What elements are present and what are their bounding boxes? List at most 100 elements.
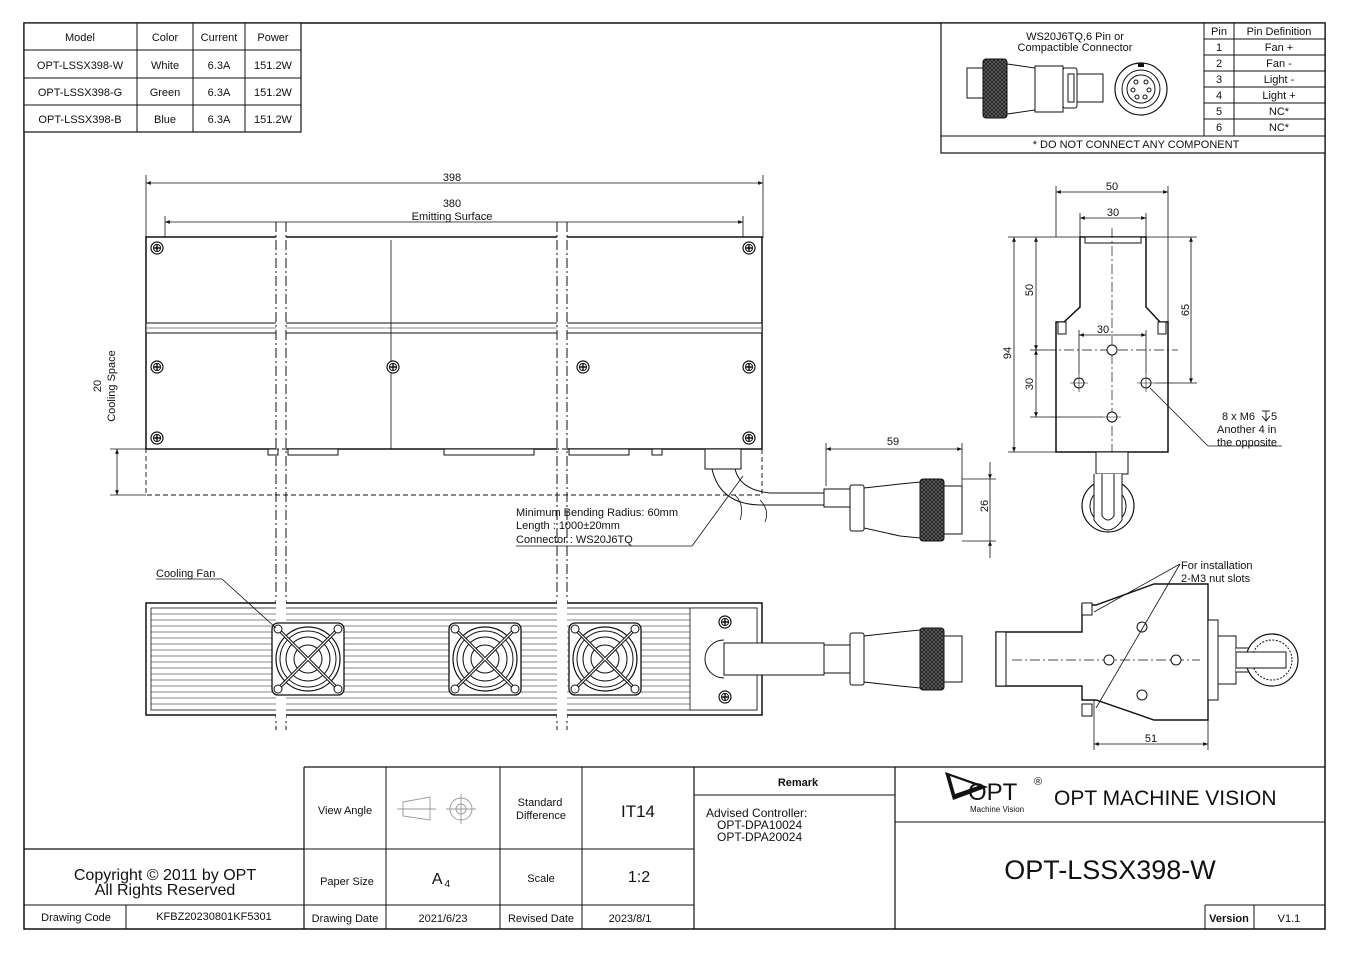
connector-box: WS20J6TQ,6 Pin or Compactible Connector …	[940, 22, 1326, 154]
version-value: V1.1	[1278, 913, 1301, 925]
view-angle-label: View Angle	[318, 805, 372, 817]
company-name: OPT MACHINE VISION	[1054, 787, 1276, 810]
annotation-install-line2: 2-M3 nut slots	[1181, 573, 1251, 585]
dim-side-inner-width: 30	[1107, 207, 1119, 219]
connector-plug-icon	[966, 58, 1104, 119]
connector-title-2: Compactible Connector	[1018, 42, 1133, 54]
color-cell: Blue	[154, 114, 176, 126]
connector-face-icon	[1114, 62, 1168, 116]
pin-definition: Fan -	[1266, 58, 1292, 70]
controller-label: Advised Controller:	[706, 806, 807, 820]
pin-number: 1	[1216, 42, 1222, 54]
power-cell: 151.2W	[254, 60, 293, 72]
drawing-code-label: Drawing Code	[41, 912, 111, 924]
opt-logo: OPT ® Machine Vision	[945, 772, 1042, 814]
svg-text:®: ®	[1034, 776, 1042, 788]
pin-number: 3	[1216, 74, 1222, 86]
cooling-fan-icon	[567, 621, 643, 697]
color-cell: White	[151, 60, 179, 72]
current-cell: 6.3A	[208, 87, 231, 99]
cooling-fan-icon	[270, 621, 346, 697]
cooling-fan-icon	[447, 621, 523, 697]
screw-icon	[742, 241, 756, 255]
dim-bottom-width: 51	[1145, 733, 1157, 745]
standard-diff-label-2: Difference	[516, 810, 566, 822]
screw-icon	[386, 360, 400, 374]
dim-emitting-length: 380	[443, 198, 461, 210]
depth-symbol-icon	[1261, 410, 1271, 422]
standard-diff-label-1: Standard	[518, 797, 563, 809]
projection-symbol-icon	[397, 794, 476, 824]
dim-connector-length: 59	[887, 436, 899, 448]
annotation-connector: Connector : WS20J6TQ	[516, 534, 633, 546]
pin-number: 5	[1216, 106, 1222, 118]
drawing-code-value: KFBZ20230801KF5301	[156, 911, 272, 923]
pin-number: 4	[1216, 90, 1222, 102]
annotation-cooling-fan: Cooling Fan	[156, 568, 215, 580]
pin-number: 2	[1216, 58, 1222, 70]
pin-definition: NC*	[1269, 122, 1290, 134]
dim-emitting-label: Emitting Surface	[412, 211, 493, 223]
screw-icon	[150, 431, 164, 445]
model-table: Model Color Current Power OPT-LSSX398-W …	[23, 22, 302, 133]
pin-number: 6	[1216, 122, 1222, 134]
product-name: OPT-LSSX398-W	[1004, 855, 1216, 885]
current-cell: 6.3A	[208, 60, 231, 72]
screw-icon	[150, 241, 164, 255]
pin-definition: Fan +	[1265, 42, 1293, 54]
pin-def-header: Pin Definition	[1247, 26, 1312, 38]
dim-connector-diameter: 26	[979, 500, 991, 512]
copyright-line-2: All Rights Reserved	[95, 882, 236, 899]
annotation-screw-line2: Another 4 in	[1217, 424, 1276, 436]
controller-2: OPT-DPA20024	[717, 830, 802, 844]
screw-icon	[718, 615, 732, 629]
annotation-bending-radius: Minimum Bending Radius: 60mm	[516, 507, 678, 519]
power-cell: 151.2W	[254, 114, 293, 126]
pin-header: Pin	[1211, 26, 1227, 38]
standard-diff-value: IT14	[621, 802, 655, 821]
connector-note: * DO NOT CONNECT ANY COMPONENT	[1033, 139, 1240, 151]
power-header: Power	[257, 32, 289, 44]
svg-text:OPT: OPT	[968, 779, 1018, 806]
title-block: View Angle Standard Difference IT14 Pape…	[24, 766, 1325, 929]
revised-date-label: Revised Date	[508, 913, 574, 925]
screw-icon	[742, 431, 756, 445]
model-cell: OPT-LSSX398-B	[38, 114, 121, 126]
version-label: Version	[1209, 913, 1249, 925]
side-view: 50 30 30 94 50	[1002, 181, 1282, 533]
screw-icon	[742, 360, 756, 374]
drawing-frame	[23, 22, 1326, 930]
annotation-cable-length: Length : 1000±20mm	[516, 520, 620, 532]
dim-side-right-height: 65	[1180, 304, 1192, 316]
revised-date-value: 2023/8/1	[609, 913, 652, 925]
model-cell: OPT-LSSX398-G	[38, 87, 122, 99]
model-header: Model	[65, 32, 95, 44]
screw-icon	[718, 690, 732, 704]
drawing-date-value: 2021/6/23	[419, 913, 468, 925]
annotation-screw-spec: 8 x M6	[1222, 411, 1255, 423]
dim-cooling-space-label: Cooling Space	[106, 350, 118, 422]
drawing-date-label: Drawing Date	[312, 913, 379, 925]
annotation-screw-depth: 5	[1271, 411, 1277, 423]
bottom-side-view: 51 For installation 2-M3 nut slots	[995, 560, 1299, 750]
annotation-install-line1: For installation	[1181, 560, 1253, 572]
screw-icon	[576, 360, 590, 374]
bottom-view: Cooling Fan	[145, 568, 963, 720]
dim-side-upper-height: 50	[1024, 284, 1036, 296]
current-header: Current	[201, 32, 238, 44]
scale-label: Scale	[527, 873, 555, 885]
remark-label: Remark	[778, 777, 819, 789]
color-header: Color	[152, 32, 179, 44]
dim-side-width: 50	[1106, 181, 1118, 193]
dim-side-hole-spacing: 30	[1097, 324, 1109, 336]
model-cell: OPT-LSSX398-W	[37, 60, 124, 72]
controller-1: OPT-DPA10024	[717, 818, 802, 832]
svg-text:Machine Vision: Machine Vision	[970, 805, 1024, 814]
dim-cooling-space-value: 20	[92, 380, 104, 392]
dim-total-length: 398	[443, 172, 461, 184]
pin-definition: Light +	[1262, 90, 1295, 102]
front-view: 398 380 Emitting Surface	[92, 172, 996, 730]
dim-side-height-total: 94	[1002, 347, 1014, 359]
annotation-screw-line3: the opposite	[1217, 437, 1277, 449]
